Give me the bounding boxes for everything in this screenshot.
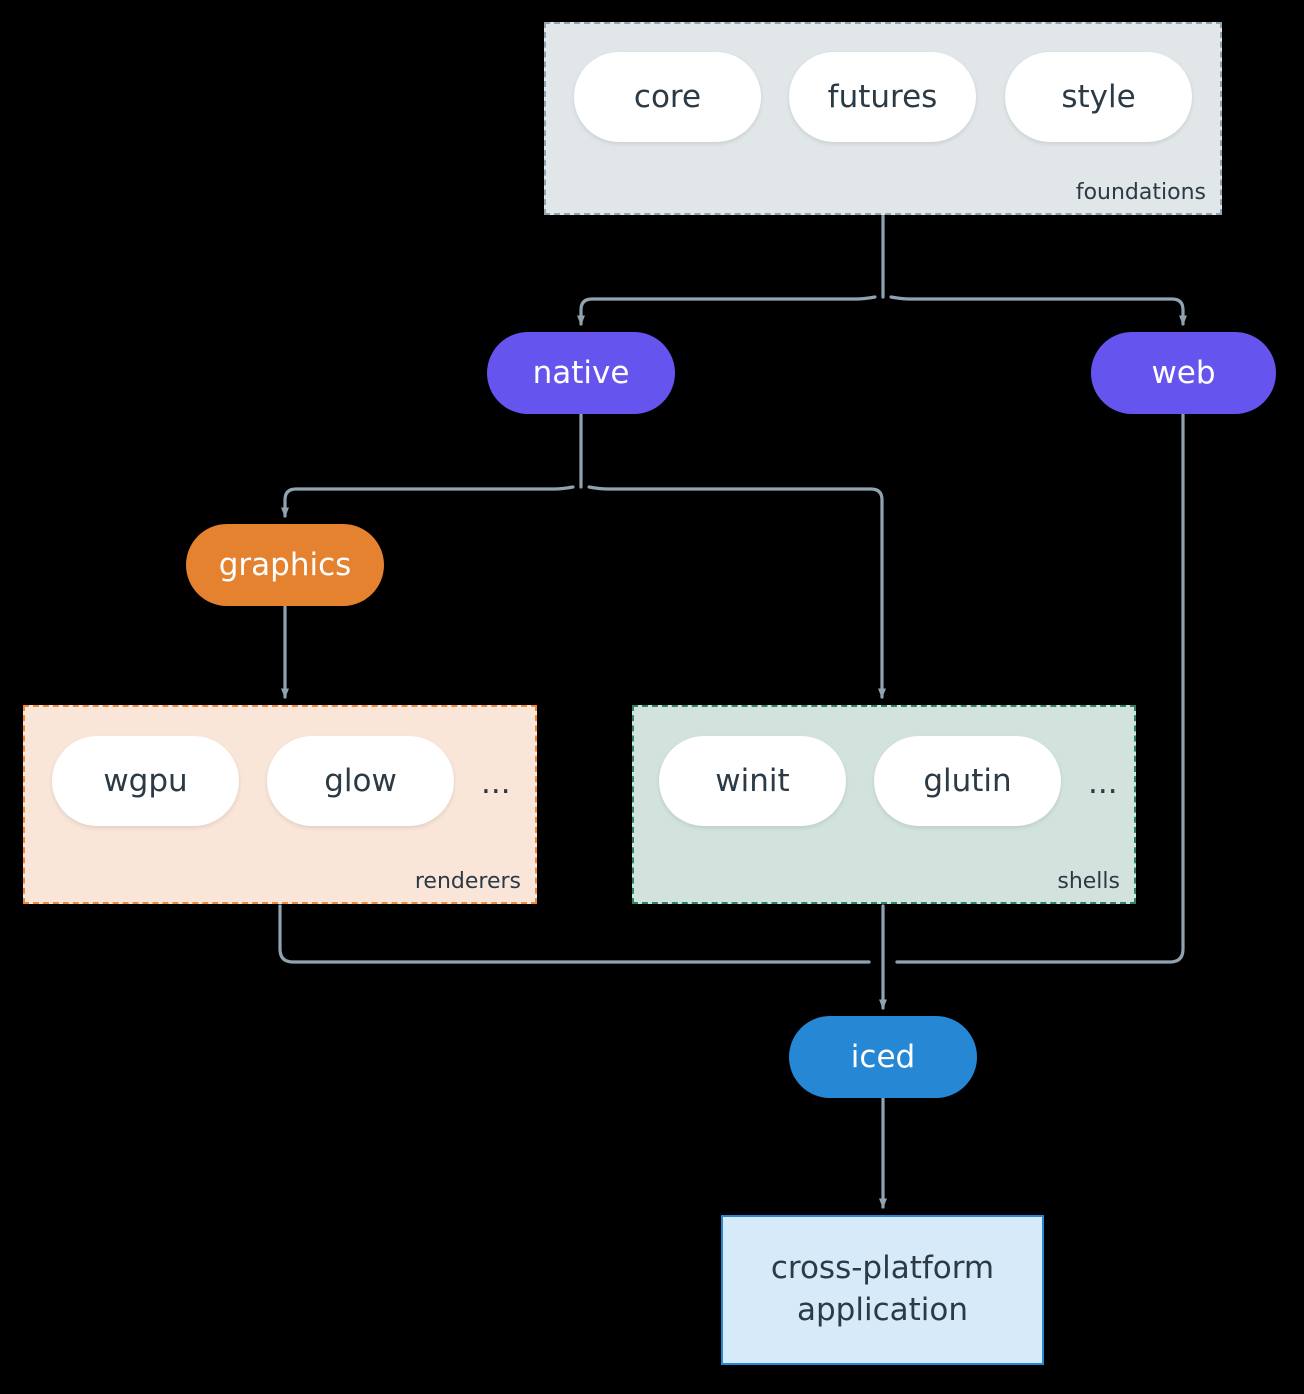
pill-glutin[interactable]: glutin [874,736,1061,826]
node-web[interactable]: web [1091,332,1276,414]
cluster-shells-label: shells [1057,869,1120,894]
application-label-line2: application [797,1292,968,1328]
cluster-renderers-label: renderers [414,869,521,894]
pill-winit[interactable]: winit [659,736,846,826]
pill-wgpu[interactable]: wgpu [52,736,239,826]
node-graphics[interactable]: graphics [186,524,384,606]
edge-native-to-graphics [281,485,575,518]
edge-native-to-shells [587,485,886,699]
edge-renderers-to-iced [278,904,871,964]
pill-core[interactable]: core [574,52,761,142]
renderers-more-ellipsis: ... [481,765,511,801]
cluster-foundations-label: foundations [1075,180,1206,205]
node-iced[interactable]: iced [789,1016,977,1098]
pill-futures[interactable]: futures [789,52,976,142]
pill-style[interactable]: style [1005,52,1192,142]
application-label-line1: cross-platform [770,1250,995,1287]
node-native[interactable]: native [487,332,675,414]
edge-foundations-to-native [577,295,877,326]
shells-more-ellipsis: ... [1088,765,1118,801]
pill-glow[interactable]: glow [267,736,454,826]
node-cross-platform-application[interactable]: cross-platform application [721,1215,1044,1365]
edge-foundations-to-web [889,295,1187,326]
